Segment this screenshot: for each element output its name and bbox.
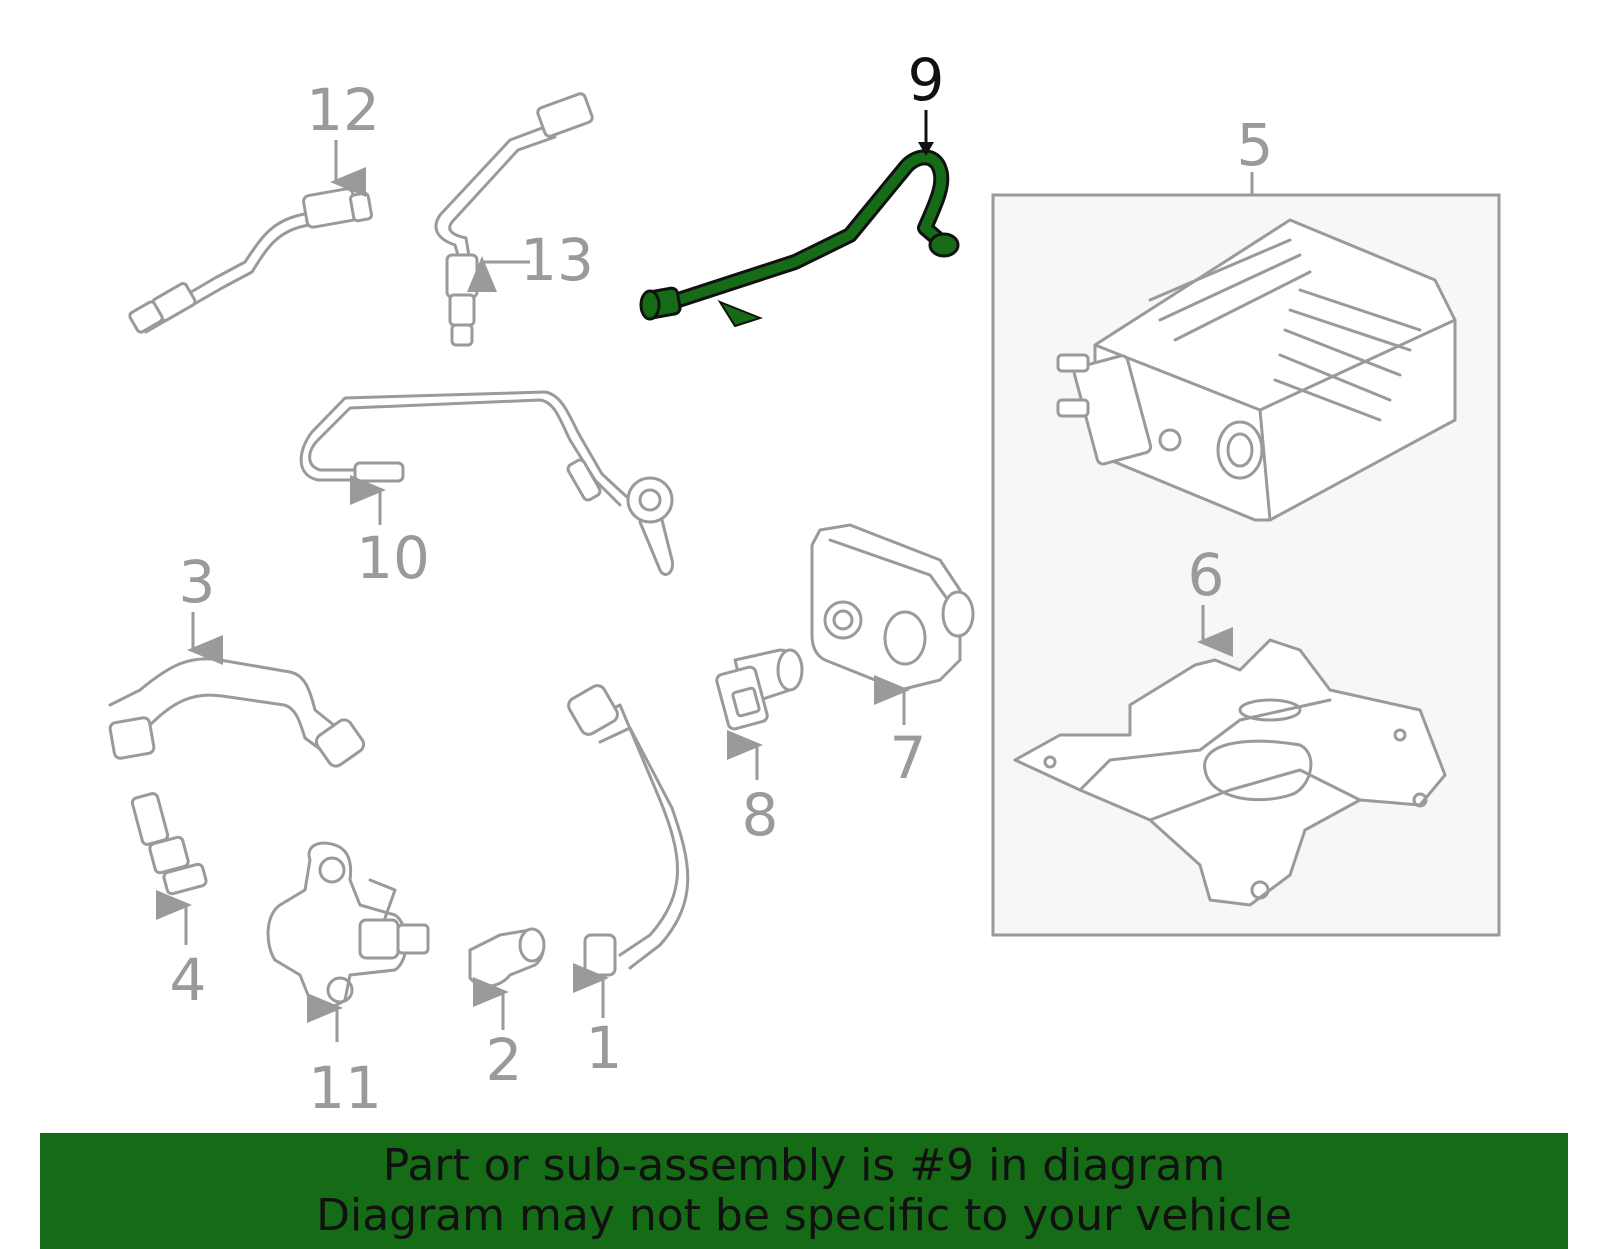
part-8-solenoid[interactable] [715, 648, 804, 731]
callout-6: 6 [1188, 541, 1225, 609]
part-3-hose[interactable] [108, 657, 367, 769]
callout-4: 4 [170, 946, 207, 1014]
part-10-tube-assembly[interactable] [299, 390, 675, 576]
callout-9: 9 [908, 46, 945, 114]
banner-line-2: Diagram may not be specific to your vehi… [316, 1190, 1292, 1241]
part-13-oxygen-sensor[interactable] [434, 92, 594, 347]
callout-7: 7 [890, 724, 927, 792]
part-12-oxygen-sensor[interactable] [128, 187, 373, 334]
info-banner: Part or sub-assembly is #9 in diagram Di… [40, 1133, 1568, 1249]
banner-line-1: Part or sub-assembly is #9 in diagram [382, 1140, 1226, 1191]
callout-11: 11 [308, 1054, 382, 1122]
part-4-sensor[interactable] [130, 792, 208, 896]
callout-12: 12 [306, 76, 380, 144]
callout-13: 13 [520, 226, 594, 294]
callout-10: 10 [356, 524, 430, 592]
part-2-connector[interactable] [468, 927, 546, 988]
callout-5: 5 [1237, 111, 1274, 179]
part-7-vapor-module[interactable] [810, 523, 975, 692]
callout-2: 2 [486, 1026, 523, 1094]
part-1-hose[interactable] [566, 683, 690, 977]
part-6-bracket[interactable] [1013, 638, 1447, 907]
callout-arrows [156, 110, 1254, 1042]
part-5-vapor-canister[interactable] [1056, 218, 1457, 522]
callout-3: 3 [179, 548, 216, 616]
callout-8: 8 [742, 781, 779, 849]
callout-1: 1 [586, 1014, 623, 1082]
part-11-valve[interactable] [266, 841, 430, 1008]
part-9-vapor-hose[interactable] [639, 149, 960, 328]
